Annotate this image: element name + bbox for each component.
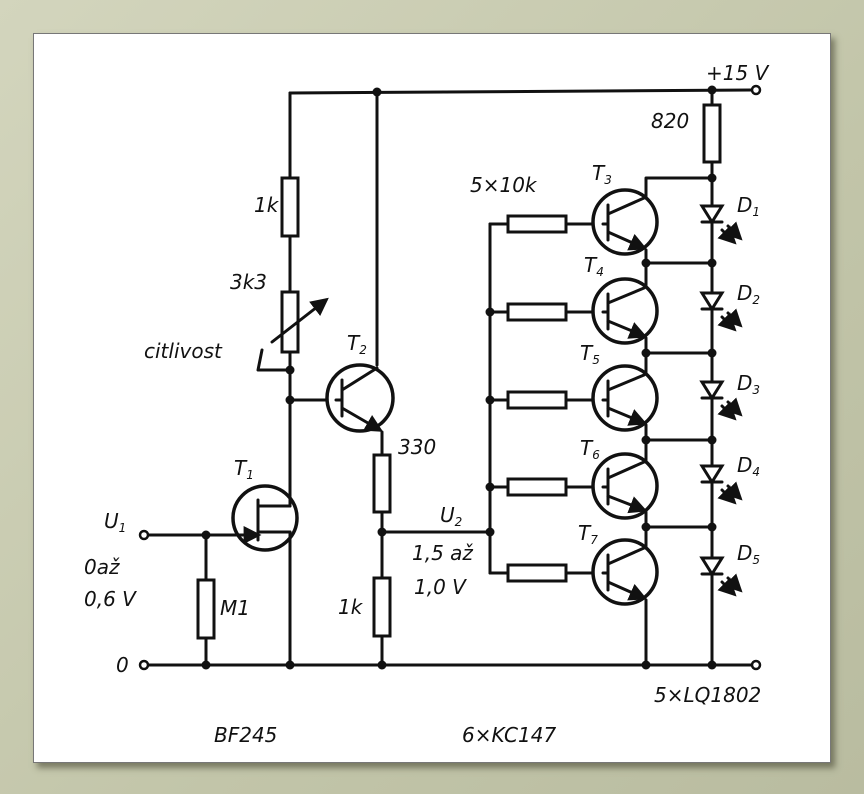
label-citlivost: citlivost: [144, 339, 223, 363]
resistor-1k-bottom: [372, 576, 392, 638]
label-output-range-2: 1,0 V: [414, 575, 467, 599]
label-1k-bottom: 1k: [338, 595, 364, 619]
led-d2: [699, 291, 743, 332]
transistor-t5: [591, 364, 659, 432]
junction-dots: [201, 85, 717, 670]
resistor-base-3: [506, 390, 568, 410]
transistor-t4: [591, 277, 659, 345]
label-t4: T4: [584, 253, 604, 279]
resistor-330: [372, 453, 392, 514]
resistor-m1: [196, 578, 216, 640]
resistor-820: [702, 103, 722, 164]
label-input-range-1: 0až: [84, 555, 120, 579]
label-3k3: 3k3: [230, 270, 267, 294]
potentiometer-arrow: [270, 297, 329, 344]
paper-background: [33, 33, 831, 763]
resistor-base-2: [506, 302, 568, 322]
supply-label: +15 V: [706, 61, 770, 85]
resistor-base-1: [506, 214, 568, 234]
label-base-resistors: 5×10k: [470, 173, 538, 197]
label-t2: T2: [347, 331, 367, 357]
label-820: 820: [651, 109, 689, 133]
label-u2: U2: [440, 503, 462, 529]
led-d1: [699, 204, 743, 245]
label-1k-top: 1k: [254, 193, 280, 217]
label-t1: T1: [234, 456, 254, 482]
label-output-range-1: 1,5 až: [412, 541, 473, 565]
label-transistor-part: 6×KC147: [462, 723, 556, 747]
leds: [699, 204, 743, 597]
label-m1: M1: [220, 596, 250, 620]
label-t7: T7: [578, 521, 598, 547]
label-u1: U1: [104, 509, 126, 535]
resistor-1k-top: [280, 176, 300, 238]
resistors: [196, 103, 722, 640]
resistor-base-4: [506, 477, 568, 497]
label-input-range-2: 0,6 V: [84, 587, 137, 611]
resistor-base-5: [506, 563, 568, 583]
label-t6: T6: [580, 436, 600, 462]
transistor-t6: [591, 452, 659, 520]
labels: +15 V 820 5×10k 1k 3k3 citlivost 330 1k …: [84, 61, 770, 747]
transistor-t7: [591, 538, 659, 606]
label-t3: T3: [592, 161, 612, 187]
label-led-part: 5×LQ1802: [654, 683, 761, 707]
label-d2: D2: [737, 281, 760, 307]
label-fet-part: BF245: [214, 723, 277, 747]
fet-t1: [230, 484, 299, 552]
label-ground: 0: [116, 653, 129, 677]
led-d4: [699, 464, 743, 505]
terminals: [138, 84, 762, 671]
transistor-t3: [591, 188, 659, 256]
label-d1: D1: [737, 193, 760, 219]
label-d5: D5: [737, 541, 760, 567]
label-d4: D4: [737, 453, 760, 479]
label-t5: T5: [580, 341, 600, 367]
transistor-t2: [325, 363, 395, 433]
label-330: 330: [398, 435, 436, 459]
led-d5: [699, 556, 743, 597]
led-d3: [699, 380, 743, 421]
label-d3: D3: [737, 371, 760, 397]
